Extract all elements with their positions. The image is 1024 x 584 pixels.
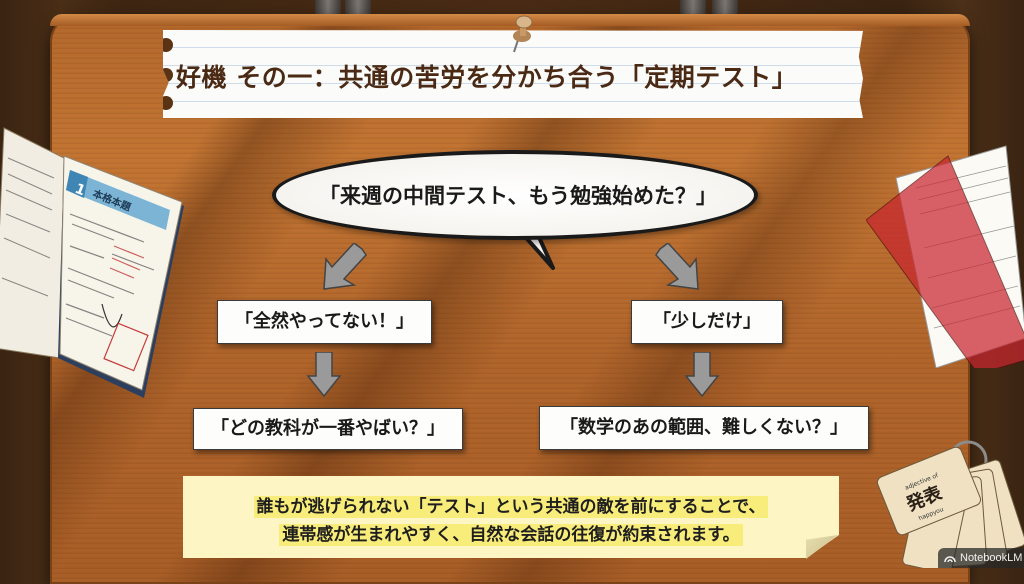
binder-hole (163, 68, 173, 82)
followup-right-text: 「数学のあの範囲、難しくない？」 (560, 417, 848, 438)
red-sheet-and-notes-illustration (866, 145, 1024, 368)
answer-left-strip: 「全然やってない！」 (217, 300, 432, 344)
binder-hole (163, 96, 173, 110)
answer-left-text: 「全然やってない！」 (234, 311, 415, 332)
answer-right-strip: 「少しだけ」 (631, 300, 783, 344)
slide-title: 好機 その一：共通の苦労を分かち合う「定期テスト」 (176, 63, 798, 92)
watermark-label: NotebookLM (960, 552, 1023, 564)
speech-bubble: 「来週の中間テスト、もう勉強始めた？」 (268, 146, 758, 276)
summary-line-1: 誰もが逃げられない「テスト」という共通の敵を前にすることで、 (183, 492, 839, 518)
binder-hole (163, 38, 173, 52)
arrow-down-right-icon (655, 243, 699, 290)
summary-sticky-note: 誰もが逃げられない「テスト」という共通の敵を前にすることで、 連帯感が生まれやす… (183, 476, 839, 558)
arrow-down-icon (684, 352, 720, 398)
title-note-paper: 好機 その一：共通の苦労を分かち合う「定期テスト」 (163, 30, 863, 118)
notebooklm-watermark: NotebookLM (938, 548, 1024, 568)
answer-right-text: 「少しだけ」 (653, 311, 761, 332)
push-pin-icon (513, 15, 533, 53)
summary-line-2: 連帯感が生まれやすく、自然な会話の往復が約束されます。 (183, 520, 839, 546)
flashcards-illustration: 発表 adjective of happyou (876, 440, 1024, 568)
speech-bubble-body (272, 150, 758, 240)
speech-bubble-question: 「来週の中間テスト、もう勉強始めた？」 (319, 184, 717, 208)
chair-legs (0, 0, 1024, 16)
notebooklm-logo-icon (944, 556, 956, 563)
followup-right-strip: 「数学のあの範囲、難しくない？」 (539, 406, 869, 450)
followup-left-text: 「どの教科が一番やばい？」 (211, 418, 445, 439)
textbook-illustration: 1 本格本題 (0, 127, 184, 398)
arrow-down-left-icon (323, 243, 367, 290)
arrow-down-icon (306, 352, 342, 398)
desk-rim (50, 14, 970, 26)
followup-left-strip: 「どの教科が一番やばい？」 (193, 408, 463, 450)
